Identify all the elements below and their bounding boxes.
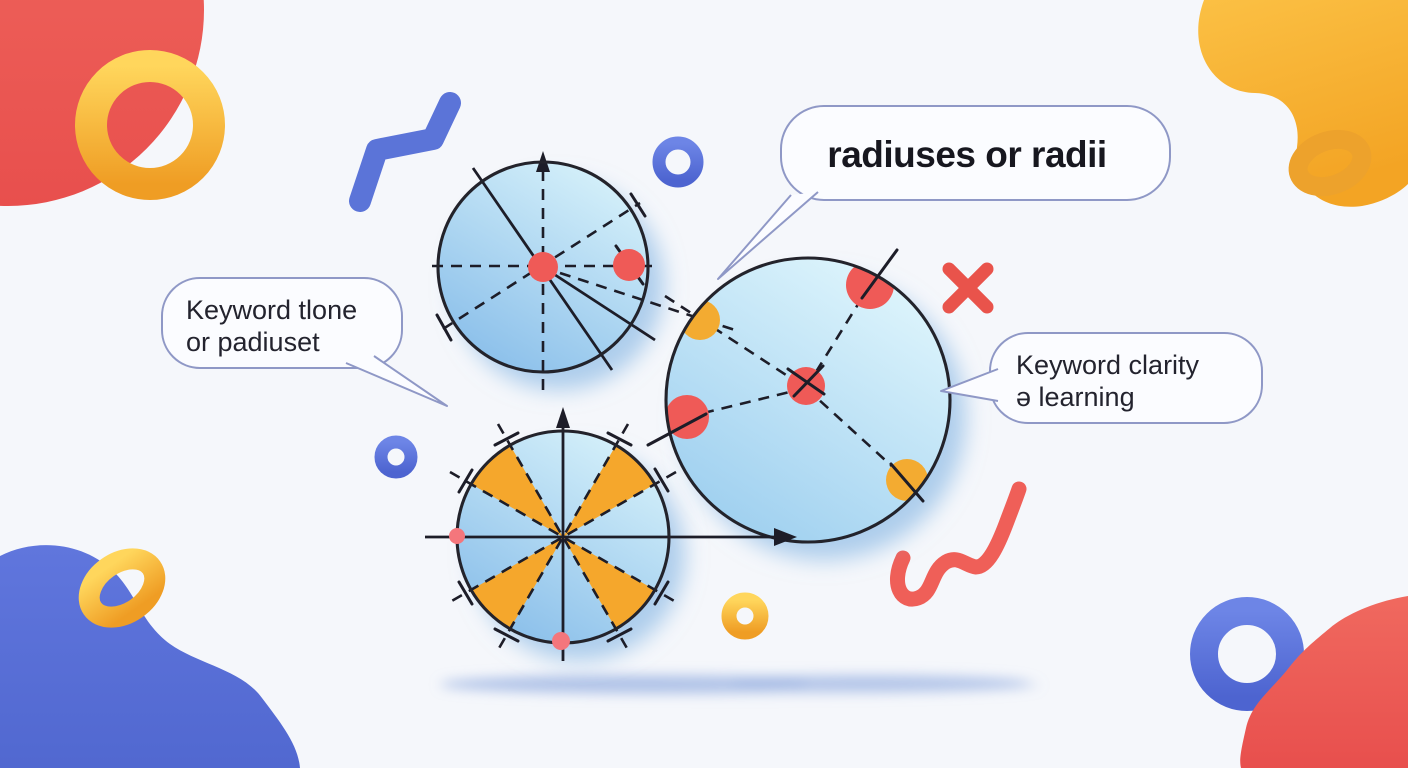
arrow-right: [774, 528, 797, 546]
rim: [436, 160, 650, 374]
floating-decorations: [349, 92, 1027, 640]
bubble-tail: [345, 355, 448, 407]
speech-bubble-title: radiuses or radii: [717, 105, 1171, 280]
yellow-donut-bottom: [721, 592, 769, 640]
circle-diagram-bottom: [425, 407, 797, 661]
arrow-up: [556, 407, 570, 428]
red-squiggle: [890, 481, 1027, 607]
left-bubble-line1: Keyword tlone: [186, 295, 357, 325]
title-bubble-text: radiuses or radii: [827, 134, 1106, 175]
center-dot: [528, 252, 558, 282]
radius-dot: [613, 249, 645, 281]
red-edge-dot: [666, 395, 709, 439]
speech-bubble-right: Keyword clarity ə learning: [940, 332, 1263, 424]
blue-blob-bottom-left: [0, 545, 300, 768]
circle-diagram-top: [432, 151, 660, 393]
yellow-sectors: [471, 445, 655, 629]
blue-zigzag: [349, 92, 461, 212]
red-blob-bottom-right: [1240, 596, 1408, 768]
blue-ring-bottom-right: [1190, 597, 1304, 711]
bubble-tail: [717, 191, 819, 280]
pink-dot-bottom: [552, 632, 570, 650]
pink-dot-left: [449, 528, 465, 544]
ground-shadow: [440, 675, 1040, 695]
red-x-mark: [942, 262, 994, 314]
circle-diagram-large: [559, 248, 952, 544]
yellow-ring-top-right: [1288, 129, 1372, 197]
yellow-ring-top-left: [75, 50, 225, 200]
yellow-ring-bottom-left: [78, 548, 166, 628]
rim: [664, 256, 952, 544]
bubble-body: [161, 277, 403, 369]
sector-ticks: [457, 431, 670, 643]
blue-ring-top: [652, 136, 704, 188]
right-bubble-line1: Keyword clarity: [1016, 350, 1200, 380]
speech-bubble-left: Keyword tlone or padiuset: [161, 277, 448, 407]
right-bubble-line2: ə learning: [1016, 382, 1135, 412]
bubble-tail: [940, 368, 999, 402]
blue-donut-left: [374, 435, 418, 479]
bubble-body: [780, 105, 1171, 201]
left-bubble-line2: or padiuset: [186, 327, 320, 357]
